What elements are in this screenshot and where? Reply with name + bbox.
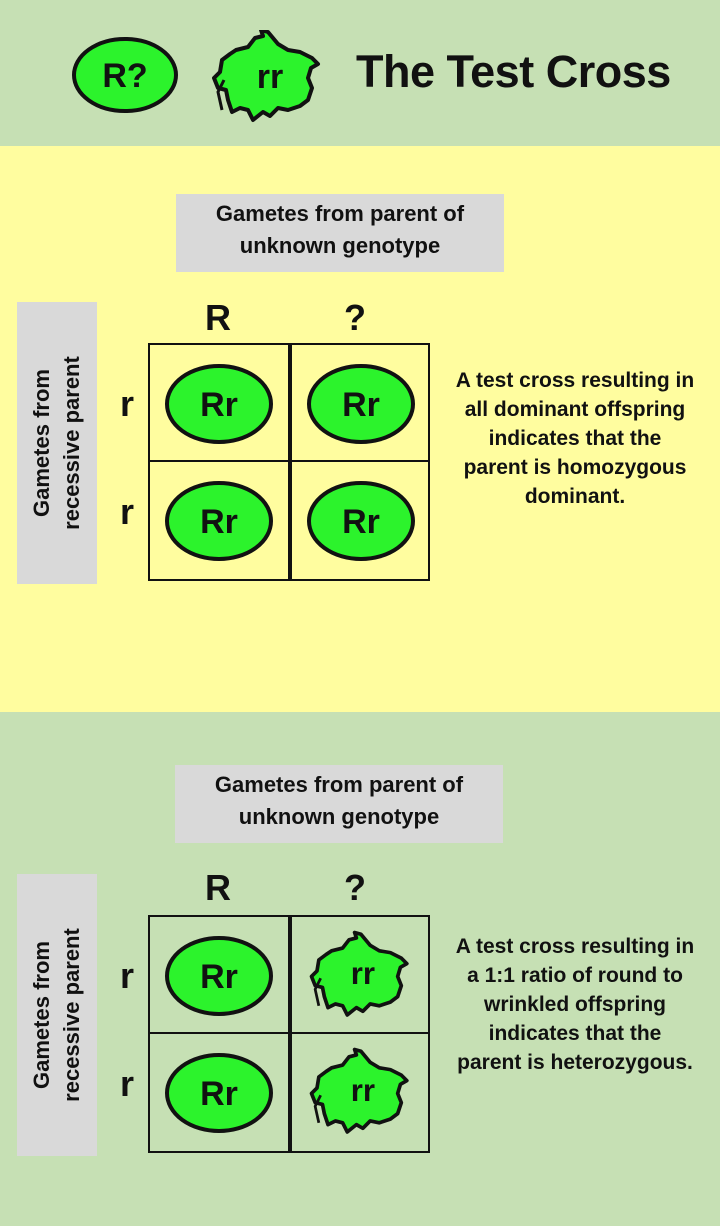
explanation-note: A test cross resulting in a 1:1 ratio of… bbox=[430, 932, 720, 1077]
side-gametes-label-line1: Gametes from bbox=[29, 941, 54, 1089]
note-line: parent is homozygous bbox=[463, 456, 687, 479]
wrinkled-pea-icon: rr bbox=[309, 930, 409, 1017]
genotype-label: Rr bbox=[200, 386, 238, 424]
side-gametes-label-line2: recessive parent bbox=[59, 928, 84, 1102]
round-pea-icon: R? bbox=[72, 37, 178, 113]
top-gametes-label-line2: unknown genotype bbox=[238, 804, 440, 829]
grid-divider-horizontal bbox=[150, 1032, 428, 1034]
round-pea-icon: Rr bbox=[165, 935, 273, 1016]
row-label-2: r bbox=[120, 1063, 135, 1104]
side-gametes-label-line2: recessive parent bbox=[59, 356, 84, 530]
col-label-2: ? bbox=[344, 297, 366, 338]
top-gametes-label-line2: unknown genotype bbox=[239, 233, 441, 258]
side-gametes-label: Gametes from recessive parent bbox=[17, 302, 97, 584]
note-line: a 1:1 ratio of round to bbox=[467, 964, 683, 987]
round-pea-icon: Rr bbox=[165, 480, 273, 561]
punnett-cell: rr bbox=[292, 1034, 430, 1151]
round-pea-icon: Rr bbox=[165, 1052, 273, 1133]
top-gametes-label-line1: Gametes from parent of bbox=[214, 772, 464, 797]
explanation-note: A test cross resulting in all dominant o… bbox=[430, 366, 720, 511]
punnett-cell: Rr bbox=[292, 345, 430, 462]
round-pea-label: R? bbox=[102, 57, 147, 95]
punnett-cell: rr bbox=[292, 917, 430, 1034]
genotype-label: Rr bbox=[342, 503, 380, 541]
note-line: A test cross resulting in bbox=[455, 369, 695, 392]
genotype-label: Rr bbox=[200, 1075, 238, 1113]
row-label-1: r bbox=[120, 383, 135, 424]
wrinkled-pea-label: rr bbox=[257, 58, 283, 96]
punnett-cell: Rr bbox=[150, 345, 288, 462]
grid-divider-vertical bbox=[288, 917, 292, 1151]
side-gametes-label-line1: Gametes from bbox=[29, 369, 54, 517]
note-line: dominant. bbox=[524, 485, 626, 508]
note-line: A test cross resulting in bbox=[455, 935, 695, 958]
wrinkled-pea-icon: rr bbox=[309, 1047, 409, 1134]
side-gametes-label: Gametes from recessive parent bbox=[17, 874, 97, 1156]
top-gametes-label: Gametes from parent of unknown genotype bbox=[176, 194, 504, 272]
genotype-label: Rr bbox=[200, 503, 238, 541]
note-line: indicates that the bbox=[488, 1022, 662, 1045]
punnett-cell: Rr bbox=[150, 917, 288, 1034]
round-pea-icon: Rr bbox=[165, 363, 273, 444]
punnett-cell: Rr bbox=[150, 1034, 288, 1151]
genotype-label: rr bbox=[351, 955, 375, 990]
top-gametes-label-line1: Gametes from parent of bbox=[215, 201, 465, 226]
row-label-1: r bbox=[120, 955, 135, 996]
col-label-1: R bbox=[205, 297, 231, 338]
round-pea-icon: Rr bbox=[307, 363, 415, 444]
grid-divider-horizontal bbox=[150, 460, 428, 462]
punnett-cell: Rr bbox=[150, 462, 288, 579]
wrinkled-pea-icon: rr bbox=[212, 30, 320, 122]
punnett-square: Rr Rr Rr Rr bbox=[148, 343, 430, 581]
note-line: wrinkled offspring bbox=[483, 993, 666, 1016]
genotype-label: rr bbox=[351, 1072, 375, 1107]
col-label-2: ? bbox=[344, 867, 366, 908]
grid-divider-vertical bbox=[288, 345, 292, 579]
row-label-2: r bbox=[120, 491, 135, 532]
punnett-cell: Rr bbox=[292, 462, 430, 579]
genotype-label: Rr bbox=[200, 958, 238, 996]
col-label-1: R bbox=[205, 867, 231, 908]
round-pea-icon: Rr bbox=[307, 480, 415, 561]
note-line: indicates that the bbox=[488, 427, 662, 450]
page-title: The Test Cross bbox=[356, 46, 671, 97]
note-line: all dominant offspring bbox=[464, 398, 686, 421]
top-gametes-label: Gametes from parent of unknown genotype bbox=[175, 765, 503, 843]
genotype-label: Rr bbox=[342, 386, 380, 424]
note-line: parent is heterozygous. bbox=[457, 1051, 693, 1074]
punnett-square: Rr rr Rr rr bbox=[148, 915, 430, 1153]
